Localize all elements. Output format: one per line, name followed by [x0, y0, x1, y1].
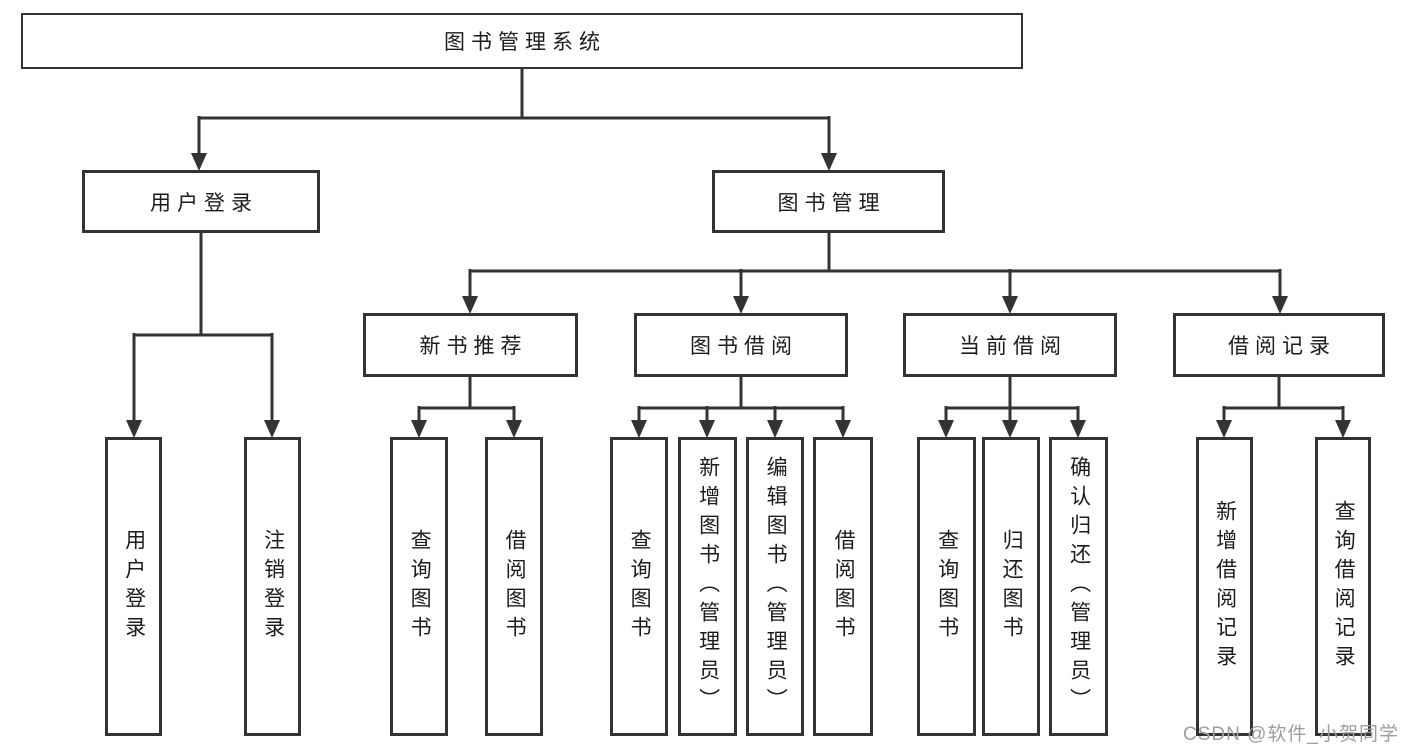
- leaf-query-borrow-record: 查询借阅记录: [1315, 437, 1371, 736]
- edges-user-login-to-leaves: [126, 233, 280, 438]
- edges-current-borrow-to-leaves: [938, 377, 1086, 438]
- node-category-book-borrow: 图书借阅: [634, 313, 848, 377]
- leaf-borrow-books-recommend: 借阅图书: [485, 437, 543, 736]
- leaf-borrow-books-label: 借阅图书: [832, 528, 856, 645]
- leaf-borrow-books: 借阅图书: [813, 437, 873, 736]
- leaf-edit-books-admin-label: 编辑图书（管理员）: [764, 456, 788, 717]
- edges-root-to-branches: [191, 69, 837, 171]
- node-root-label: 图书管理系统: [444, 31, 606, 54]
- node-category-book-borrow-label: 图书借阅: [690, 335, 798, 358]
- leaf-query-books-borrow-label: 查询图书: [628, 528, 652, 645]
- leaf-edit-books-admin: 编辑图书（管理员）: [746, 437, 804, 736]
- node-root: 图书管理系统: [21, 13, 1023, 69]
- leaf-confirm-return-admin-label: 确认归还（管理员）: [1067, 456, 1091, 717]
- leaf-query-borrow-record-label: 查询借阅记录: [1332, 499, 1356, 674]
- node-branch-user-login-label: 用户登录: [150, 191, 258, 215]
- node-branch-user-login: 用户登录: [82, 170, 320, 233]
- leaf-query-books-recommend: 查询图书: [390, 437, 448, 736]
- leaf-user-login: 用户登录: [105, 437, 162, 736]
- leaf-add-books-admin: 新增图书（管理员）: [678, 437, 737, 736]
- leaf-add-borrow-record-label: 新增借阅记录: [1213, 499, 1237, 674]
- node-category-current-borrow-label: 当前借阅: [959, 335, 1067, 358]
- node-category-borrow-records: 借阅记录: [1173, 313, 1385, 377]
- leaf-confirm-return-admin: 确认归还（管理员）: [1049, 437, 1108, 736]
- leaf-add-books-admin-label: 新增图书（管理员）: [696, 456, 720, 717]
- leaf-logout-label: 注销登录: [261, 528, 285, 645]
- leaf-add-borrow-record: 新增借阅记录: [1196, 437, 1253, 736]
- node-category-borrow-records-label: 借阅记录: [1228, 335, 1336, 358]
- edges-borrow-records-to-leaves: [1216, 377, 1351, 438]
- node-category-current-borrow: 当前借阅: [903, 313, 1117, 377]
- leaf-user-login-label: 用户登录: [122, 528, 146, 645]
- leaf-logout: 注销登录: [244, 437, 301, 736]
- csdn-watermark: CSDN @软件_小贺同学: [1183, 724, 1399, 745]
- leaf-query-books-recommend-label: 查询图书: [408, 528, 432, 645]
- leaf-return-books-label: 归还图书: [1000, 528, 1024, 645]
- node-branch-book-management-label: 图书管理: [777, 191, 886, 215]
- node-branch-book-management: 图书管理: [712, 170, 945, 233]
- leaf-query-books-borrow: 查询图书: [610, 437, 668, 736]
- node-category-new-book-recommend: 新书推荐: [363, 313, 578, 377]
- leaf-query-books-current-label: 查询图书: [935, 528, 959, 645]
- leaf-borrow-books-recommend-label: 借阅图书: [503, 528, 527, 645]
- leaf-query-books-current: 查询图书: [917, 437, 976, 736]
- leaf-return-books: 归还图书: [982, 437, 1040, 736]
- edges-book-borrow-to-leaves: [631, 377, 851, 438]
- node-category-new-book-recommend-label: 新书推荐: [419, 335, 528, 358]
- edges-book-management-to-categories: [462, 233, 1288, 314]
- edges-new-book-recommend-to-leaves: [411, 377, 522, 438]
